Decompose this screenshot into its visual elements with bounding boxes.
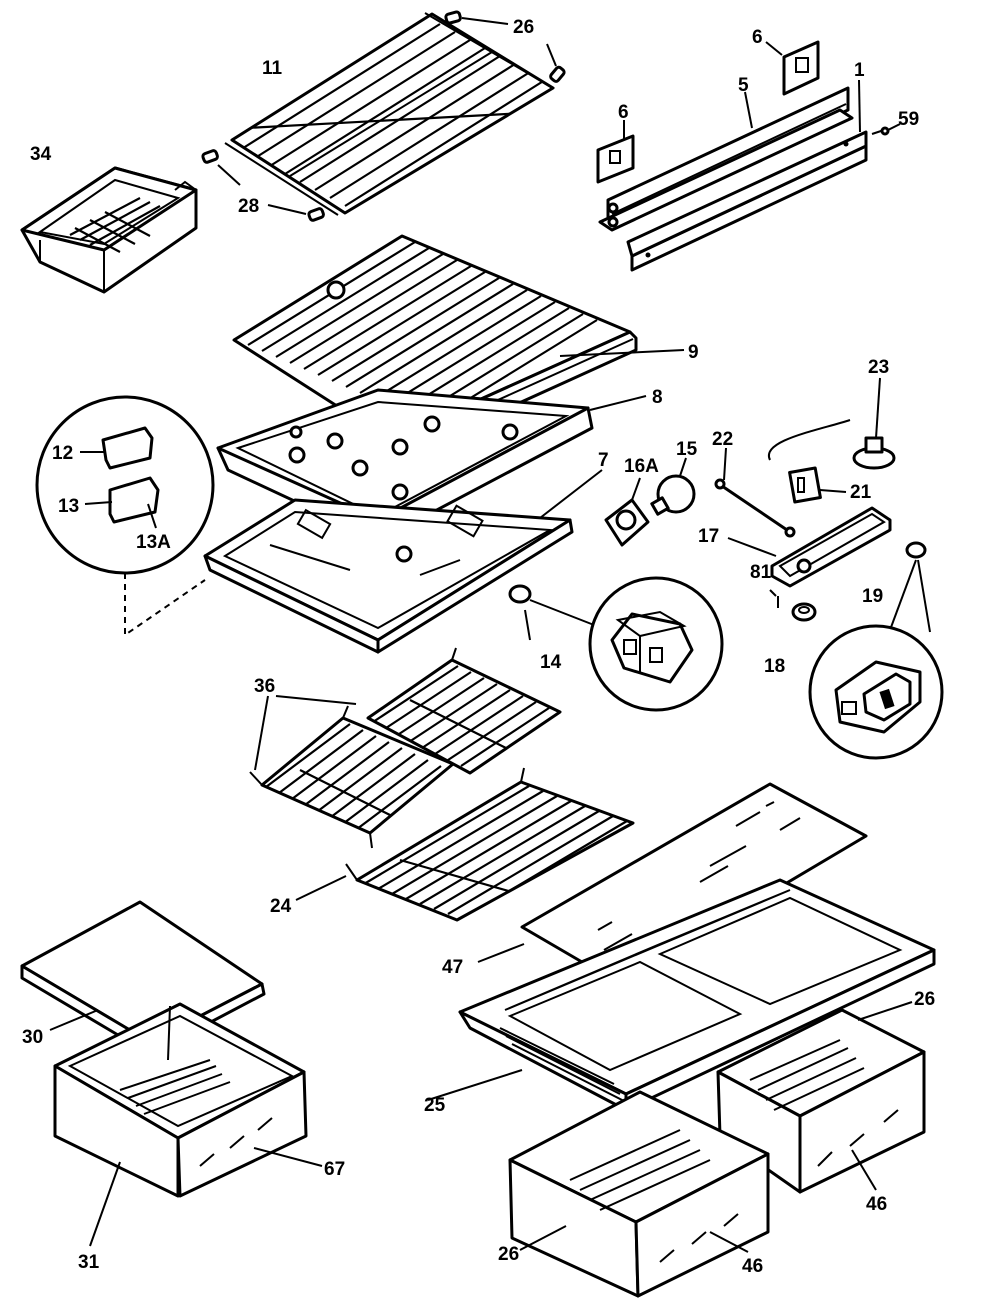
light-rail-assembly [598, 79, 868, 272]
switch-21 [767, 419, 851, 504]
callout-22: 22 [712, 429, 733, 450]
shelf-support-26 [444, 10, 566, 83]
callout-34: 34 [30, 144, 52, 165]
crisper-cover-25 [427, 878, 936, 1112]
callout-67: 67 [324, 1159, 345, 1180]
callout-16A: 16A [624, 456, 659, 477]
screw-59 [871, 123, 901, 136]
callout-6-mid: 6 [618, 102, 629, 123]
callout-13A: 13A [136, 532, 171, 553]
callout-6-top: 6 [752, 27, 763, 48]
callout-21: 21 [850, 482, 872, 503]
callout-14: 14 [540, 652, 562, 673]
callout-15: 15 [676, 439, 698, 460]
callout-18: 18 [764, 656, 785, 677]
wire-shelf-24 [295, 767, 635, 922]
callout-9: 9 [688, 342, 699, 363]
crisper-drawer-right [716, 1001, 926, 1194]
callout-13: 13 [58, 496, 79, 517]
wire-harness-22 [714, 447, 796, 538]
callout-17: 17 [698, 526, 719, 547]
callout-8: 8 [652, 387, 663, 408]
callout-31: 31 [78, 1252, 100, 1273]
callout-47: 47 [442, 957, 463, 978]
damper-14 [508, 576, 724, 712]
callout-24: 24 [270, 896, 292, 917]
callout-26-right: 26 [914, 989, 935, 1010]
shelf-support-28 [201, 149, 325, 222]
screw-81 [769, 589, 779, 608]
callout-81: 81 [750, 562, 772, 583]
callout-25: 25 [424, 1095, 446, 1116]
control-housing-17 [727, 506, 892, 588]
inset-switch-19 [808, 624, 944, 760]
callout-12: 12 [52, 443, 73, 464]
callout-1: 1 [854, 60, 865, 81]
callout-5: 5 [738, 75, 749, 96]
callout-26-top: 26 [513, 17, 534, 38]
callout-7: 7 [598, 450, 609, 471]
callout-28: 28 [238, 196, 259, 217]
callout-46-bottom: 46 [742, 1256, 763, 1277]
light-socket-16a [604, 477, 650, 547]
callout-19: 19 [862, 586, 883, 607]
callout-59: 59 [898, 109, 919, 130]
callout-11: 11 [262, 58, 283, 79]
bracket-6 [596, 40, 820, 184]
crisper-drawer-center [508, 1090, 770, 1298]
switch-19 [889, 541, 931, 633]
callout-26-bottom: 26 [498, 1244, 519, 1265]
callout-30: 30 [22, 1027, 43, 1048]
inset-drawer-parts [35, 395, 215, 637]
callout-36: 36 [254, 676, 275, 697]
knob-18 [791, 602, 817, 622]
drawer-base-7 [203, 469, 603, 654]
crisper-drawer-31 [53, 1002, 323, 1247]
wire-shelf-11 [224, 12, 555, 216]
callout-46-right: 46 [866, 1194, 887, 1215]
light-bulb-15 [650, 457, 696, 516]
ice-bin-34 [20, 166, 198, 294]
callout-labels: 26 11 6 1 5 6 59 34 28 9 8 23 22 16A 15 … [22, 17, 935, 1277]
thermostat-23 [852, 377, 896, 470]
callout-23: 23 [868, 357, 889, 378]
half-shelves-36 [249, 647, 562, 849]
